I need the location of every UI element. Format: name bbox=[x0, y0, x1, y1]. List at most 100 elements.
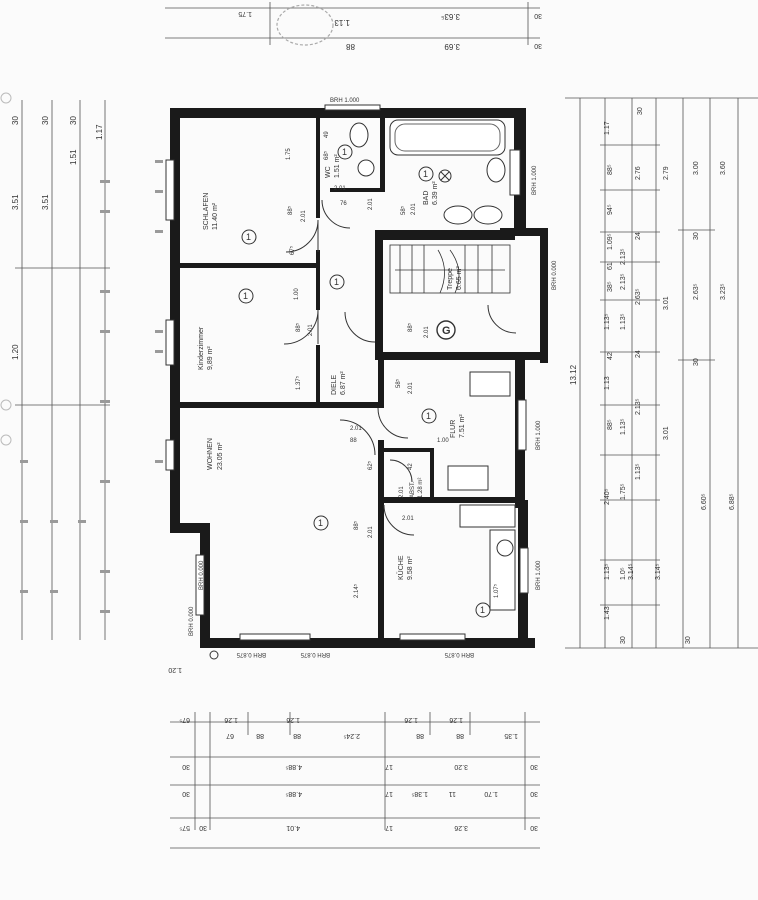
fixtures: G bbox=[349, 119, 516, 611]
left-dim-4: 30 bbox=[41, 116, 50, 125]
room-child-area: 9,89 m² bbox=[207, 346, 214, 370]
r6-2: 6.88⁵ bbox=[729, 493, 736, 510]
b2-4: 88 bbox=[416, 732, 424, 739]
brh-bottom-left: BRH 0.875 bbox=[236, 651, 266, 657]
child-dim-1: 1.00 bbox=[294, 288, 300, 300]
r5-5: 30 bbox=[685, 636, 692, 644]
room-hall-name: DIELE bbox=[331, 374, 338, 395]
r4-0: 2.79 bbox=[663, 166, 670, 180]
flur-dim-2: 1.00 bbox=[437, 438, 449, 444]
room-living-area: 23.05 m² bbox=[217, 442, 224, 470]
bed-dim-4: 67⁵ bbox=[289, 245, 296, 255]
room-bath-area: 6.39 m² bbox=[432, 181, 439, 205]
left-dim-2: 3.51 bbox=[11, 194, 20, 210]
r6-1: 3.23⁵ bbox=[720, 283, 727, 300]
kitchen-dim-1: 2.01 bbox=[402, 516, 414, 522]
room-bedroom-area: 11.40 m² bbox=[212, 202, 219, 230]
r2-7: 42 bbox=[607, 352, 614, 360]
b4-0: 30 bbox=[182, 790, 190, 797]
room-child-name: Kinderzimmer bbox=[198, 326, 205, 370]
room-flur-area: 7.51 m² bbox=[459, 414, 466, 438]
r3-1: 24 bbox=[635, 232, 642, 240]
interior-walls bbox=[180, 118, 520, 640]
living-dim-6: 62⁵ bbox=[367, 460, 374, 470]
r5-4: 6.60⁵ bbox=[701, 493, 708, 510]
b4-5: 1.70 bbox=[484, 790, 498, 797]
b3-0: 30 bbox=[182, 763, 190, 770]
r3-3: 2.63⁵ bbox=[635, 288, 642, 305]
hall-dim-1: 76 bbox=[340, 201, 347, 207]
flur-dim-1: 2.01 bbox=[408, 382, 414, 394]
b5-5: 30 bbox=[530, 824, 538, 831]
r4-2: 3.01 bbox=[663, 426, 670, 440]
r4-3: 3.14⁵ bbox=[655, 563, 662, 580]
b2-6: 1.35 bbox=[504, 732, 518, 739]
margin-notes: 1.20 1.75 bbox=[168, 10, 252, 673]
r2-0: 30 bbox=[637, 107, 644, 115]
brh-right-bath: BRH 1.000 bbox=[532, 165, 538, 195]
top-dim-2: 3.63⁵ bbox=[441, 12, 460, 21]
room-kitchen-name: KÜCHE bbox=[397, 555, 405, 580]
top-dim-1: 1.13 bbox=[334, 18, 350, 27]
b4-3: 1.38⁵ bbox=[411, 790, 428, 797]
b5-1: 30 bbox=[199, 824, 207, 831]
svg-text:1: 1 bbox=[426, 411, 431, 421]
b4-1: 4.88⁵ bbox=[285, 790, 302, 797]
b5-4: 3.26 bbox=[454, 824, 468, 831]
b2-0: 67 bbox=[226, 732, 234, 739]
left-dim-3: 1.20 bbox=[11, 344, 20, 360]
living-dim-3: 88⁵ bbox=[353, 520, 360, 530]
brh-top: BRH 1.000 bbox=[330, 98, 360, 104]
left-dim-7: 1.51 bbox=[69, 149, 78, 165]
bed-dim-3: 88⁵ bbox=[287, 205, 294, 215]
b4-2: 17 bbox=[385, 790, 393, 797]
stair-dim-2: 88⁵ bbox=[407, 322, 414, 332]
r1-4: 1.13⁵ bbox=[620, 418, 627, 435]
svg-text:1: 1 bbox=[480, 605, 485, 615]
brh-labels: BRH 1.000 BRH 1.000 BRH 0.000 BRH 1.000 … bbox=[189, 98, 558, 657]
b2-3: 2.24⁵ bbox=[343, 732, 360, 739]
r1-5: 2.40⁵ bbox=[604, 488, 611, 505]
svg-text:G: G bbox=[442, 325, 451, 337]
r5-2: 2.63⁵ bbox=[693, 283, 700, 300]
r3-0: 2.76 bbox=[635, 166, 642, 180]
room-dimensions: 1.75 2.01 88⁵ 67⁵ 1.00 2.01 88⁵ 1.37⁵ 2.… bbox=[286, 131, 500, 598]
windows bbox=[165, 104, 529, 641]
svg-text:1: 1 bbox=[342, 147, 347, 157]
r2-8: 88⁵ bbox=[607, 419, 614, 430]
stair-dim-1: 2.01 bbox=[424, 326, 430, 338]
top-dim-4: 88 bbox=[346, 42, 355, 51]
room-stair-name: Treppe bbox=[447, 268, 454, 290]
r5-3: 30 bbox=[693, 358, 700, 366]
b1-2: 1.26 bbox=[286, 716, 300, 723]
top-dim-5: 30 bbox=[534, 12, 542, 19]
r2-1: 88⁵ bbox=[607, 164, 614, 175]
right-total: 13.12 bbox=[569, 364, 578, 385]
left-dim-8: 1.17 bbox=[95, 124, 104, 140]
room-wc-name: WC bbox=[325, 166, 332, 178]
b1-1: 1.26 bbox=[224, 716, 238, 723]
svg-text:1: 1 bbox=[334, 277, 339, 287]
r2-9: 1.0⁵ bbox=[620, 567, 627, 580]
child-dim-2: 2.01 bbox=[308, 324, 314, 336]
top-dimension-strip: 1.13 3.63⁵ 3.69 88 30 30 bbox=[165, 2, 542, 51]
brh-stair: BRH 0.000 bbox=[552, 260, 558, 290]
r2-11: 30 bbox=[620, 636, 627, 644]
r5-0: 3.00 bbox=[693, 161, 700, 175]
r1-7: 1.43 bbox=[604, 606, 611, 620]
room-markers: 1 1 1 1 1 1 1 1 bbox=[238, 144, 491, 618]
b1-4: 1.26 bbox=[449, 716, 463, 723]
room-bath-name: BAD bbox=[423, 191, 430, 205]
brh-bottom-mid: BRH 0.875 bbox=[300, 651, 330, 657]
svg-text:1: 1 bbox=[423, 169, 428, 179]
r2-3: 1.09⁵ bbox=[607, 233, 614, 250]
living-dim-5: 88 bbox=[350, 438, 357, 444]
svg-text:1: 1 bbox=[318, 518, 323, 528]
bath-dim-2: 58⁵ bbox=[400, 205, 407, 215]
r1-0: 1.17 bbox=[604, 121, 611, 135]
wc-dim-3: 68⁵ bbox=[323, 150, 330, 160]
room-bedroom-name: SCHLAFEN bbox=[203, 193, 210, 230]
living-dim-2: 2.01 bbox=[368, 526, 374, 538]
room-living-name: WOHNEN bbox=[207, 438, 214, 470]
